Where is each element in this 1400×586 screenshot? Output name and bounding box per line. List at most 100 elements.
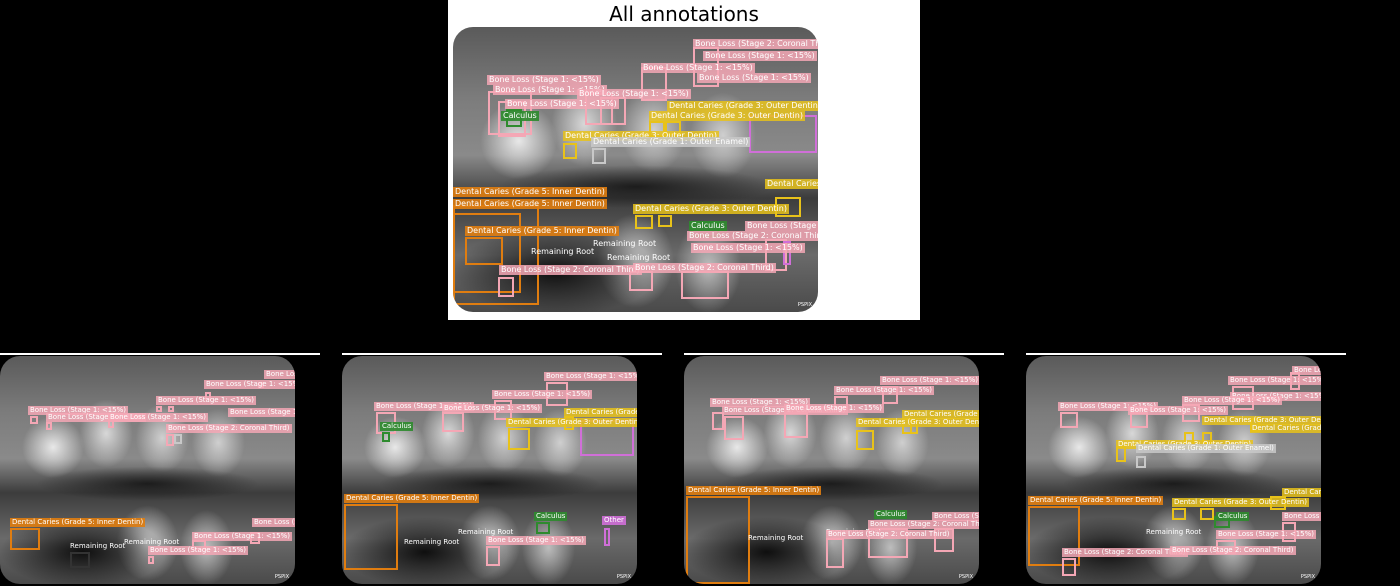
dental-caries-box [174, 434, 182, 444]
bone-loss-box [724, 416, 744, 440]
annotation-label: Bone Loss (Stage 2: Coronal Third) [932, 512, 979, 521]
bone-loss-box [498, 277, 514, 297]
annotation-label: Bone Loss (Stage 2: Coronal Third) [1062, 548, 1188, 557]
annotation-label: Dental Caries (Grade 3: Outer Dentin) [564, 408, 637, 417]
xray-image: Bone Loss (Stage 1: <15%) Bone Loss (Sta… [1026, 356, 1321, 584]
annotation-label: Bone Loss (Stage 2: Coronal Third) [826, 530, 952, 539]
dental-caries-box [592, 148, 606, 164]
annotation-label: Remaining Root [607, 253, 671, 262]
annotation-label: Bone Loss (Stage 1: <15%) [544, 372, 637, 381]
bone-loss-box [30, 416, 38, 424]
annotation-panel-4: Bone Loss (Stage 1: <15%) Bone Loss (Sta… [1026, 353, 1346, 586]
annotation-label: Dental Caries (Grade 3: Outer Dentin) [856, 418, 979, 427]
annotation-label: Dental Caries (Grade 5: Inner Dentin) [344, 494, 480, 503]
calculus-box [382, 432, 390, 442]
dental-caries-box [465, 237, 503, 265]
dental-caries-box [1028, 506, 1080, 566]
annotation-label: Remaining Root [458, 528, 514, 536]
annotation-label: Dental Caries (Grade 3: Outer Dentin) [1172, 498, 1309, 507]
watermark: PSPIX [1300, 574, 1315, 580]
annotation-label: Calculus [689, 221, 727, 231]
annotation-label: Bone Loss (Stage 1: <15%) [487, 75, 601, 85]
annotation-label: Dental Caries (Grade 3: Outer Dentin) [765, 179, 818, 189]
bone-loss-box [442, 412, 464, 432]
dental-caries-box [10, 528, 40, 550]
annotation-label: Remaining Root [593, 239, 657, 248]
dental-caries-box [1172, 508, 1186, 520]
annotation-label: Dental Caries (Grade 3: Outer Dentin) [649, 111, 805, 121]
annotation-label: Bone Loss (Stage 1: <15%) [697, 73, 811, 83]
other-box [604, 528, 610, 546]
all-annotations-panel: All annotations Bone Loss (Stage 2: Coro… [448, 0, 920, 320]
bone-loss-box [168, 406, 174, 412]
annotation-label: Bone Loss (Stage 1: <15%) [1058, 402, 1159, 411]
dental-caries-box [686, 496, 750, 584]
divider [1026, 353, 1346, 355]
annotation-label: Bone Loss (Stage 2: Coronal Third) [745, 221, 818, 231]
divider [0, 353, 320, 355]
annotation-label: Bone Loss (Stage 1: <15%) [374, 402, 475, 411]
watermark: PSPIX [797, 302, 812, 308]
dental-caries-box [1200, 508, 1214, 520]
watermark: PSPIX [274, 574, 289, 580]
xray-image: Bone Loss (Stage 2: Coronal Third) Bone … [453, 27, 818, 312]
annotation-label: Bone Loss (Stage 1: <15%) [505, 99, 619, 109]
bone-loss-box [1060, 412, 1078, 428]
annotation-label: Dental Caries (Grade 5: Inner Dentin) [453, 199, 607, 209]
annotation-label: Dental Caries (Grade 3: Outer Dentin) [1250, 424, 1321, 433]
xray-image: Bone Loss (Stage 1: <15%) Bone Loss (Sta… [342, 356, 637, 584]
annotation-label: Bone Loss (Stage 1: <15%) [1292, 366, 1321, 375]
annotation-label: Bone Loss (Stage 1: <15%) [1128, 406, 1229, 415]
watermark: PSPIX [616, 574, 631, 580]
annotation-label: Bone Loss (Stage 1: <15%) [493, 85, 607, 95]
bone-loss-box [148, 556, 154, 564]
bone-loss-box [1062, 558, 1076, 576]
annotation-label: Bone Loss (Stage 2: Coronal Third) [166, 424, 292, 433]
annotation-label: Other [602, 516, 626, 525]
calculus-box [536, 522, 550, 534]
annotation-panel-3: Bone Loss (Stage 1: <15%) Bone Loss (Sta… [684, 353, 1004, 586]
dental-caries-box [508, 428, 530, 450]
annotation-label: Bone Loss (Stage 1: <15%) [442, 404, 543, 413]
annotation-label: Bone Loss (Stage 1: <15%) [492, 390, 593, 399]
annotation-label: Dental Caries (Grade 3: Outer Dentin) [1282, 488, 1321, 497]
bone-loss-box [712, 412, 724, 430]
annotation-label: Bone Loss (Stage 1: <15%) [264, 370, 295, 379]
bone-loss-box [156, 406, 162, 412]
divider [684, 353, 1004, 355]
annotation-label: Bone Loss (Stage 1: <15%) [204, 380, 295, 389]
annotation-label: Bone Loss (Stage 1: <15%) [156, 396, 257, 405]
annotation-label: Bone Loss (Stage 1: <15%) [148, 546, 249, 555]
bone-loss-box [46, 422, 52, 430]
remaining-root-box [70, 552, 90, 568]
annotation-label: Dental Caries (Grade 5: Inner Dentin) [10, 518, 146, 527]
bone-loss-box [784, 412, 808, 438]
annotation-label: Calculus [534, 512, 568, 521]
annotation-label: Bone Loss (Stage 1: <15%) [252, 518, 295, 527]
dental-caries-box [1136, 456, 1146, 468]
annotation-label: Remaining Root [531, 247, 595, 256]
annotation-label: Bone Loss (Stage 1: <15%) [691, 243, 805, 253]
annotation-label: Dental Caries (Grade 5: Inner Dentin) [465, 226, 619, 236]
annotation-label: Dental Caries (Grade 5: Inner Dentin) [1028, 496, 1164, 505]
dental-caries-box [658, 215, 672, 227]
annotation-label: Bone Loss (Stage 1: <15%) [28, 406, 129, 415]
bone-loss-box [826, 538, 844, 568]
annotation-label: Dental Caries (Grade 3: Outer Dentin) [506, 418, 637, 427]
annotation-panel-1: Bone Loss (Stage 1: <15%) Bone Loss (Sta… [0, 353, 320, 586]
annotation-label: Remaining Root [70, 542, 126, 550]
annotation-label: Calculus [380, 422, 414, 431]
annotation-label: Dental Caries (Grade 3: Outer Dentin) [563, 131, 719, 141]
annotation-label: Bone Loss (Stage 1: <15%) [1228, 376, 1321, 385]
annotation-label: Bone Loss (Stage 2: Coronal Third) [1170, 546, 1296, 555]
annotation-label: Dental Caries (Grade 3: Outer Dentin) [667, 101, 818, 111]
annotation-label: Bone Loss (Stage 1: <15%) [710, 398, 811, 407]
annotation-label: Bone Loss (Stage 1: <15%) [1182, 396, 1283, 405]
watermark: PSPIX [958, 574, 973, 580]
annotation-label: Bone Loss (Stage 1: <15%) [46, 413, 147, 422]
annotation-panel-2: Bone Loss (Stage 1: <15%) Bone Loss (Sta… [342, 353, 662, 586]
annotation-label: Dental Caries (Grade 1: Outer Enamel) [1136, 444, 1276, 453]
bone-loss-box [681, 271, 729, 299]
dental-caries-box [344, 504, 398, 570]
annotation-label: Dental Caries (Grade 1: Outer Enamel) [591, 137, 751, 147]
